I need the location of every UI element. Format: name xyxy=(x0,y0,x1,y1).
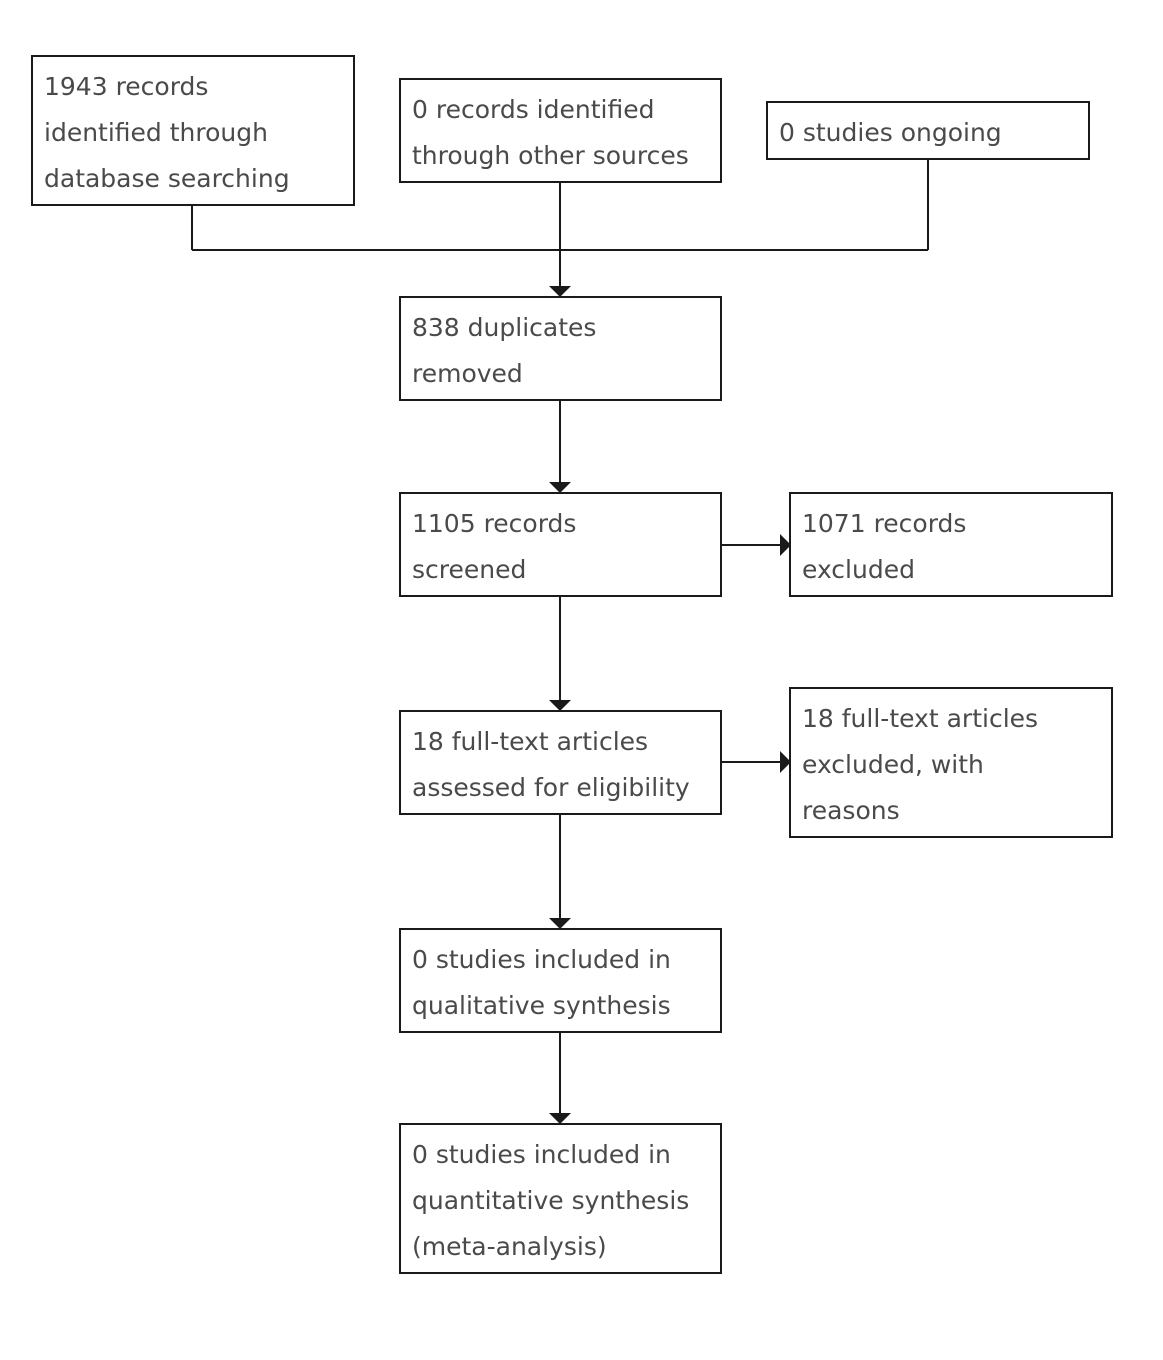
database-search-box: 1943 records identified through database… xyxy=(31,55,355,206)
quantitative-synthesis-box: 0 studies included in quantitative synth… xyxy=(399,1123,722,1274)
arrowhead-to-fulltext-excluded xyxy=(780,751,791,773)
box-text-line: (meta-analysis) xyxy=(412,1232,607,1261)
box-text-line: 0 records identified xyxy=(412,95,655,124)
fulltext-excluded-box: 18 full-text articles excluded, with rea… xyxy=(789,687,1113,838)
box-text-line: 18 full-text articles xyxy=(802,704,1039,733)
arrowhead-to-quantitative xyxy=(549,1113,571,1124)
arrowhead-to-excluded xyxy=(780,534,791,556)
records-screened-box: 1105 records screened xyxy=(399,492,722,597)
box-text-line: 0 studies included in xyxy=(412,945,671,974)
box-text-line: 0 studies included in xyxy=(412,1140,671,1169)
box-text-line: assessed for eligibility xyxy=(412,773,690,802)
box-text-line: excluded xyxy=(802,555,915,584)
box-text-line: database searching xyxy=(44,164,290,193)
arrowhead-to-duplicates xyxy=(549,286,571,297)
box-text-line: excluded, with xyxy=(802,750,984,779)
box-text-line: through other sources xyxy=(412,141,689,170)
box-text-line: 1943 records xyxy=(44,72,209,101)
other-sources-box: 0 records identified through other sourc… xyxy=(399,78,722,183)
box-text-line: 18 full-text articles xyxy=(412,727,649,756)
box-text-line: qualitative synthesis xyxy=(412,991,671,1020)
fulltext-assessed-box: 18 full-text articles assessed for eligi… xyxy=(399,710,722,815)
box-text-line: 0 studies ongoing xyxy=(779,118,1002,147)
records-excluded-box: 1071 records excluded xyxy=(789,492,1113,597)
arrowhead-to-fulltext xyxy=(549,700,571,711)
box-text-line: 838 duplicates xyxy=(412,313,597,342)
box-text-line: 1105 records xyxy=(412,509,577,538)
box-text-line: 1071 records xyxy=(802,509,967,538)
box-text-line: identified through xyxy=(44,118,268,147)
box-text-line: screened xyxy=(412,555,527,584)
duplicates-removed-box: 838 duplicates removed xyxy=(399,296,722,401)
ongoing-studies-box: 0 studies ongoing xyxy=(766,101,1090,160)
box-text-line: quantitative synthesis xyxy=(412,1186,690,1215)
qualitative-synthesis-box: 0 studies included in qualitative synthe… xyxy=(399,928,722,1033)
arrowhead-to-screened xyxy=(549,482,571,493)
box-text-line: reasons xyxy=(802,796,900,825)
box-text-line: removed xyxy=(412,359,523,388)
arrowhead-to-qualitative xyxy=(549,918,571,929)
